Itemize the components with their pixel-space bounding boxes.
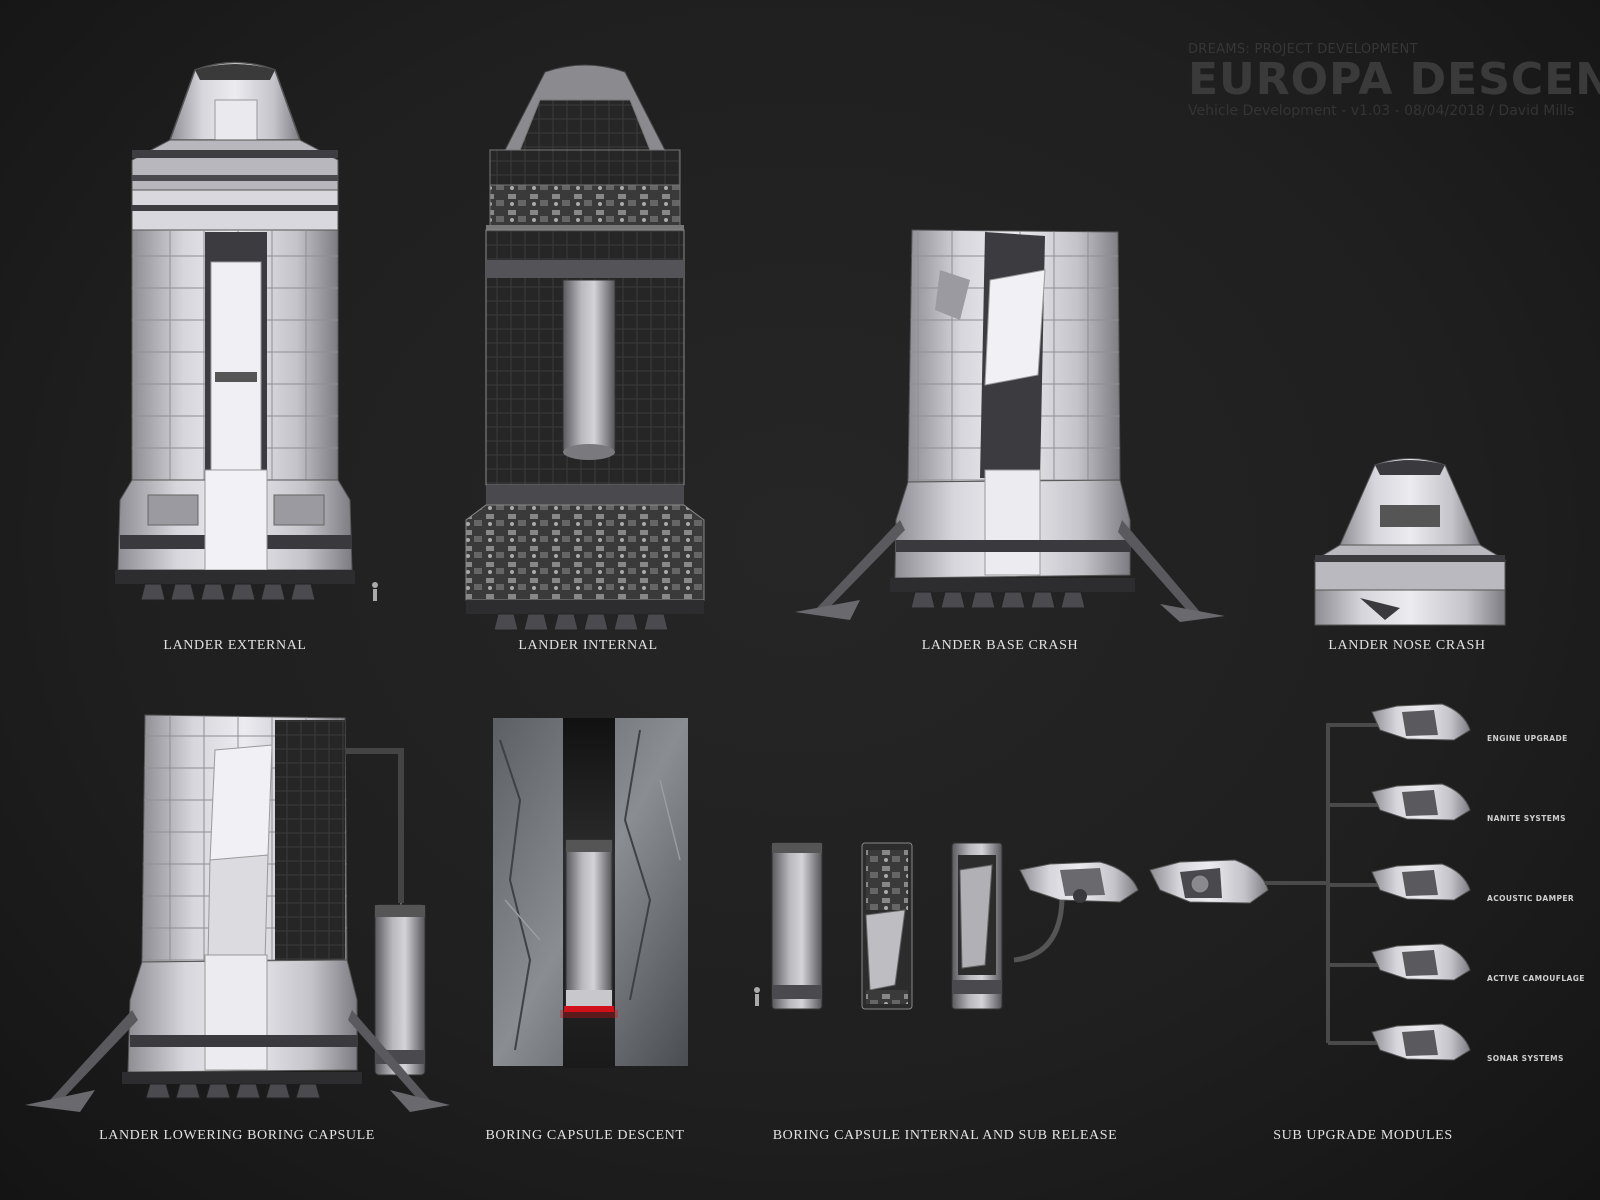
lander-nose-crash-illustration [1314, 458, 1506, 626]
module-label-engine-upgrade: ENGINE UPGRADE [1487, 734, 1568, 743]
caption-sub-modules: SUB UPGRADE MODULES [1273, 1128, 1453, 1143]
caption-lander-nose-crash: LANDER NOSE CRASH [1328, 638, 1486, 653]
sub-modules-illustration [1265, 703, 1471, 1061]
caption-boring-internal: BORING CAPSULE INTERNAL AND SUB RELEASE [772, 1128, 1118, 1143]
sheet-title: EUROPA DESCENT [1188, 54, 1600, 105]
project-line: DREAMS: PROJECT DEVELOPMENT [1188, 42, 1418, 57]
module-label-acoustic-damper: ACOUSTIC DAMPER [1487, 894, 1575, 903]
module-label-active-camouflage: ACTIVE CAMOUFLAGE [1487, 974, 1585, 983]
title-block: DREAMS: PROJECT DEVELOPMENT EUROPA DESCE… [1188, 42, 1600, 119]
caption-lander-lowering: LANDER LOWERING BORING CAPSULE [99, 1128, 375, 1143]
lander-external-illustration [115, 61, 378, 601]
boring-internal-illustration [754, 842, 1269, 1010]
caption-lander-internal: LANDER INTERNAL [518, 638, 658, 653]
caption-boring-descent: BORING CAPSULE DESCENT [485, 1128, 685, 1143]
lander-base-crash-illustration [795, 229, 1225, 622]
module-label-sonar-systems: SONAR SYSTEMS [1487, 1054, 1564, 1063]
caption-lander-external: LANDER EXTERNAL [163, 638, 307, 653]
module-label-nanite-systems: NANITE SYSTEMS [1487, 814, 1566, 823]
caption-lander-base-crash: LANDER BASE CRASH [921, 638, 1079, 653]
lander-lowering-illustration [25, 714, 450, 1112]
boring-descent-illustration [493, 718, 688, 1068]
sheet-subtitle: Vehicle Development - v1.03 - 08/04/2018… [1188, 103, 1575, 119]
lander-internal-illustration [465, 64, 705, 631]
